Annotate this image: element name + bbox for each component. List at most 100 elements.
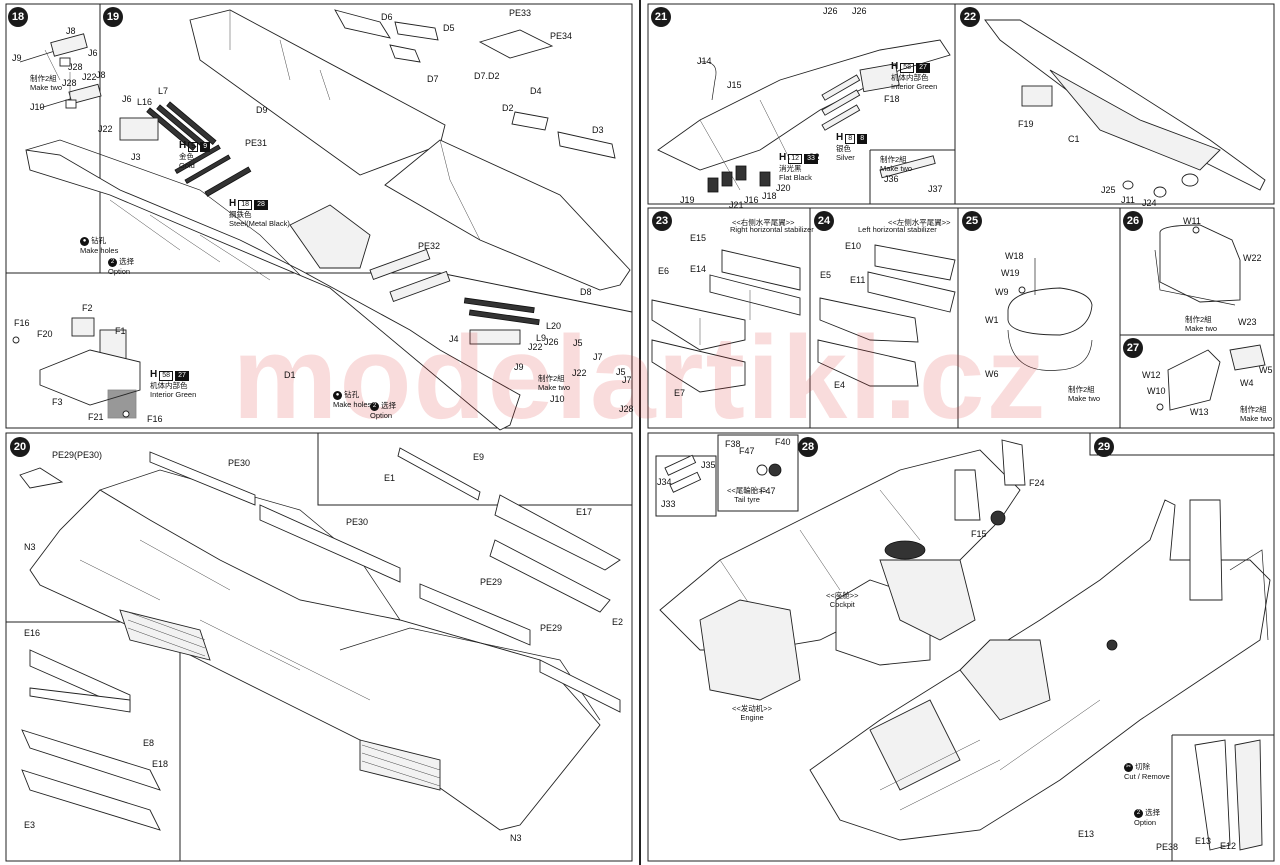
- part-label: E4: [834, 380, 846, 390]
- part-label: J22: [98, 124, 113, 134]
- engine-en: Engine: [740, 713, 764, 722]
- make-holes-note: ● 钻孔 Make holes: [80, 236, 118, 255]
- paint-name-cn: 机体内部色: [150, 381, 188, 390]
- paint-name-en: Flat Black: [779, 173, 812, 182]
- subassembly-title-cn: <<左侧水平尾翼>>: [888, 218, 951, 227]
- part-label: PE31: [245, 138, 268, 148]
- paint-brand: H: [179, 140, 187, 151]
- cockpit-en: Cockpit: [829, 600, 855, 609]
- step19-art: [12, 9, 631, 431]
- part-label: J20: [776, 183, 791, 193]
- part-label: W22: [1243, 253, 1262, 263]
- part-label: L9: [536, 333, 547, 343]
- part-label: J9: [514, 362, 524, 372]
- option-note: 2 选择 Option: [1134, 808, 1160, 827]
- part-label: F15: [971, 529, 987, 539]
- paint-code: 9: [188, 142, 199, 152]
- make-two-en: Make two: [1185, 324, 1218, 333]
- part-label: J37: [928, 184, 943, 194]
- part-label: J34: [657, 477, 672, 487]
- option-icon: 2: [1134, 808, 1143, 818]
- part-label: PE33: [509, 8, 532, 18]
- paint-brand: H: [229, 198, 237, 209]
- part-label: L16: [137, 97, 153, 107]
- step23-art: [651, 249, 801, 393]
- part-label: E2: [612, 617, 624, 627]
- step-number-21: 21: [651, 7, 671, 27]
- step-number-26: 26: [1123, 211, 1143, 231]
- part-label: PE30: [228, 458, 251, 468]
- part-label: J26: [823, 6, 838, 16]
- part-label: J15: [727, 80, 742, 90]
- part-label: J7: [593, 352, 603, 362]
- part-label: PE29: [540, 623, 563, 633]
- part-label: D7: [427, 74, 439, 84]
- part-label: W13: [1190, 407, 1209, 417]
- step24-art: [817, 244, 956, 387]
- part-label: J26: [852, 6, 867, 16]
- step-number-25: 25: [962, 211, 982, 231]
- part-label: N3: [24, 542, 36, 552]
- make-holes-note: ● 钻孔 Make holes: [333, 390, 371, 409]
- part-label: W10: [1147, 386, 1166, 396]
- step-number-23: 23: [652, 211, 672, 231]
- paint-brand: H: [779, 152, 787, 163]
- part-label: J7: [622, 375, 632, 385]
- part-label: F21: [88, 412, 104, 422]
- part-label: W4: [1240, 378, 1254, 388]
- make-two-note: 制作2組 Make two: [1240, 405, 1272, 423]
- paint-brand: H: [150, 369, 158, 380]
- paint-brand: H: [891, 61, 899, 72]
- part-label: F18: [884, 94, 900, 104]
- part-label: J9: [12, 53, 22, 63]
- part-label: J21: [729, 200, 744, 210]
- part-label: F3: [52, 397, 63, 407]
- part-label: J16: [744, 195, 759, 205]
- paint-name-cn: 银色: [836, 144, 851, 153]
- make-two-cn: 制作2組: [30, 74, 57, 83]
- part-label: E13: [1195, 836, 1212, 846]
- drill-icon: ●: [80, 236, 89, 246]
- option-cn: 选择: [1145, 808, 1161, 817]
- step21-art: [657, 39, 951, 193]
- make-two-note: 制作2組 Make two: [1185, 315, 1217, 333]
- step-number-27: 27: [1123, 338, 1143, 358]
- part-label: J28: [619, 404, 634, 414]
- paint-code: 8: [845, 134, 856, 144]
- step22-art: [984, 19, 1266, 198]
- part-label: J3: [131, 152, 141, 162]
- part-label: L20: [546, 321, 562, 331]
- step-number-24: 24: [814, 211, 834, 231]
- part-label: F2: [82, 303, 93, 313]
- tail-tyre-en: Tail tyre: [734, 495, 760, 504]
- step28-art: [659, 439, 1026, 701]
- cut-cn: 切除: [1135, 762, 1151, 771]
- option-en: Option: [108, 266, 131, 276]
- paint-name-en: Silver: [836, 153, 855, 162]
- part-label: E7: [674, 388, 686, 398]
- make-two-cn: 制作2組: [1185, 315, 1212, 324]
- part-label: F38: [725, 439, 741, 449]
- part-label: E12: [1220, 841, 1237, 851]
- tail-tyre-cn: <<尾輪胎>>: [727, 486, 768, 495]
- step-number-22: 22: [960, 7, 980, 27]
- step-number-19: 19: [103, 7, 123, 27]
- subassembly-title: Left horizontal stabilizer: [858, 225, 937, 234]
- part-label: E13: [1078, 829, 1095, 839]
- part-label: W6: [985, 369, 999, 379]
- part-label: E16: [24, 628, 41, 638]
- make-holes-cn: 钻孔: [344, 390, 360, 399]
- part-label: D4: [530, 86, 542, 96]
- part-label: J36: [884, 174, 899, 184]
- part-label: W9: [995, 287, 1009, 297]
- part-label: F1: [115, 326, 126, 336]
- part-label: E18: [152, 759, 169, 769]
- paint-name-en: Gold: [179, 161, 195, 170]
- paint-code: 33: [804, 154, 818, 164]
- make-two-cn: 制作2組: [538, 374, 565, 383]
- paint-code: 8: [857, 134, 868, 144]
- step20-art: [19, 447, 621, 831]
